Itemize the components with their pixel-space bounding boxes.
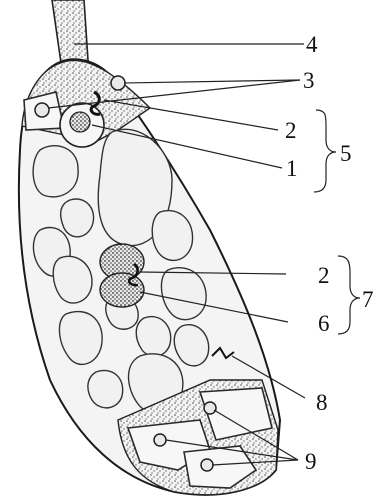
vacuole bbox=[136, 317, 170, 357]
label-2-top: 2 bbox=[285, 118, 297, 143]
label-8: 8 bbox=[316, 390, 328, 415]
label-3: 3 bbox=[303, 68, 315, 93]
label-6: 6 bbox=[318, 311, 330, 336]
label-5: 5 bbox=[340, 141, 352, 166]
vacuole bbox=[33, 146, 78, 197]
label-2-mid: 2 bbox=[318, 263, 330, 288]
antipodal-nucleus bbox=[204, 402, 216, 414]
antipodal-nucleus bbox=[201, 459, 213, 471]
vacuole bbox=[61, 199, 94, 237]
egg-nucleus bbox=[70, 112, 90, 132]
label-9: 9 bbox=[305, 449, 317, 474]
brace-5 bbox=[314, 110, 336, 192]
polar-nucleus-lower bbox=[100, 273, 144, 307]
synergid-right-nucleus bbox=[111, 76, 125, 90]
vacuole bbox=[88, 370, 123, 407]
label-1: 1 bbox=[286, 156, 298, 181]
vacuole bbox=[152, 211, 192, 261]
brace-7 bbox=[338, 256, 360, 334]
label-4: 4 bbox=[306, 32, 318, 57]
antipodal-nucleus bbox=[154, 434, 166, 446]
synergid-left-nucleus bbox=[35, 103, 49, 117]
label-7: 7 bbox=[362, 287, 374, 312]
